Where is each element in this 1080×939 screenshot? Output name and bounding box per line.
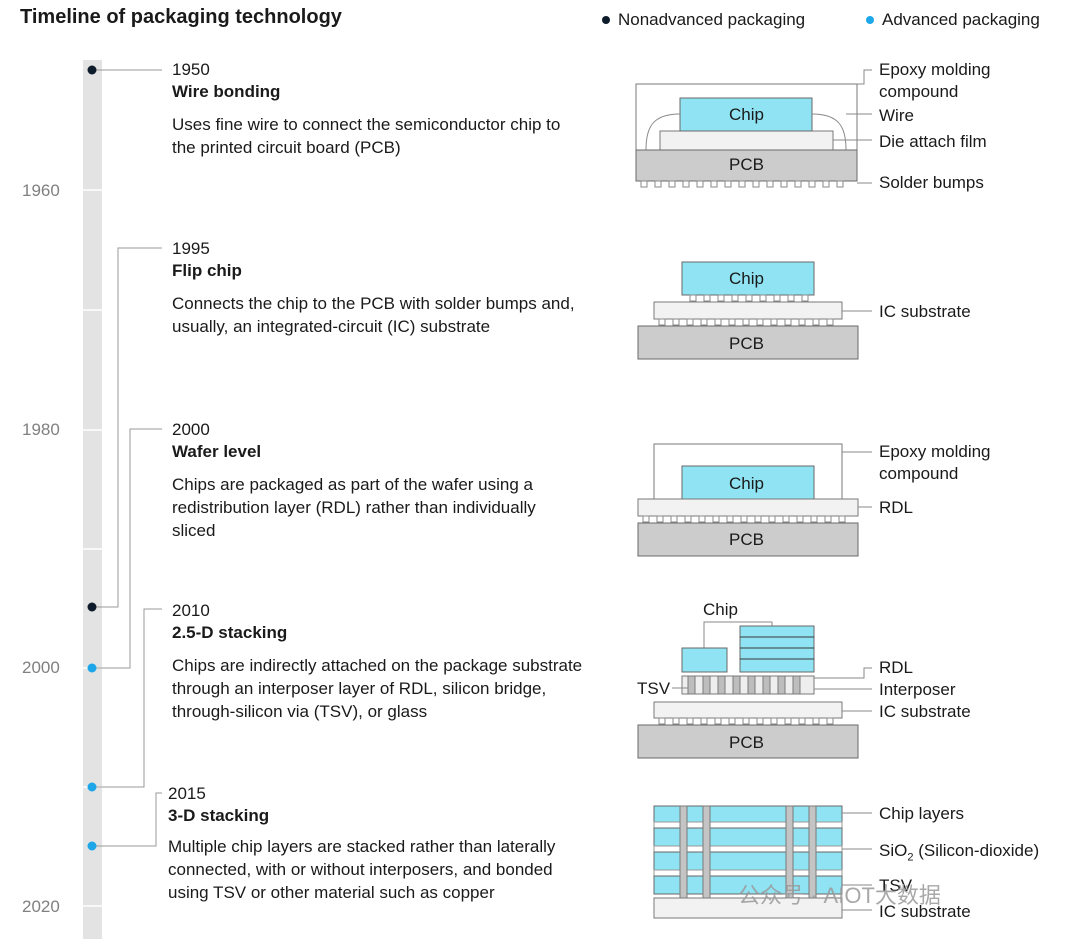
connector-3d <box>92 792 162 847</box>
axis-year-1980: 1980 <box>22 420 60 439</box>
flip-chip-label: Chip <box>729 269 764 288</box>
axis-year-2020: 2020 <box>22 897 60 916</box>
legend-advanced-label: Advanced packaging <box>882 10 1040 29</box>
entry-desc: Multiple chip layers are stacked rather … <box>168 837 556 902</box>
wire-emc-label-1: Epoxy molding <box>879 60 991 79</box>
entry-year: 2015 <box>168 784 206 803</box>
stack25-ic-label: IC substrate <box>879 702 971 721</box>
diagram-25d-stacking <box>637 621 872 759</box>
wafer-rdl-label: RDL <box>879 498 914 517</box>
timeline-bar <box>83 60 102 939</box>
entry-desc: Chips are indirectly attached on the pac… <box>172 656 583 721</box>
stack25-rdl-label: RDL <box>879 658 914 677</box>
page-title: Timeline of packaging technology <box>20 6 342 28</box>
entry-25d-stacking: 2010 2.5-D stacking Chips are indirectly… <box>172 600 592 723</box>
wire-wire-label: Wire <box>879 106 914 125</box>
dot-2010 <box>87 782 97 792</box>
flip-pcb-label: PCB <box>729 334 764 353</box>
entry-desc: Chips are packaged as part of the wafer … <box>172 475 536 540</box>
wire-pcb-label: PCB <box>729 155 764 174</box>
legend-nonadvanced: Nonadvanced packaging <box>602 10 805 30</box>
flip-ic-label: IC substrate <box>879 302 971 321</box>
entry-name: 2.5-D stacking <box>172 623 288 642</box>
stack25-pcb-label: PCB <box>729 733 764 752</box>
entry-flip-chip: 1995 Flip chip Connects the chip to the … <box>172 238 597 338</box>
wafer-pcb-label: PCB <box>729 530 764 549</box>
axis-year-2000: 2000 <box>22 658 60 677</box>
wafer-emc-label-1: Epoxy molding <box>879 442 991 461</box>
diagram-wafer-level <box>637 443 872 557</box>
entry-wafer-level: 2000 Wafer level Chips are packaged as p… <box>172 419 572 542</box>
legend-nonadvanced-label: Nonadvanced packaging <box>618 10 806 29</box>
watermark: 公众号 · AIOT大数据 <box>738 883 941 908</box>
wire-chip-label: Chip <box>729 105 764 124</box>
stack3-layers-label: Chip layers <box>879 804 965 823</box>
entry-year: 1950 <box>172 60 210 79</box>
dot-1950 <box>87 65 97 75</box>
stack3-sio2-label: SiO2 (Silicon-dioxide) <box>879 841 1040 864</box>
entry-3d-stacking: 2015 3-D stacking Multiple chip layers a… <box>168 783 583 904</box>
stack25-interposer-label: Interposer <box>879 680 956 699</box>
wire-daf-label: Die attach film <box>879 132 987 151</box>
diagram-wire-bonding <box>635 69 872 188</box>
entry-desc: Connects the chip to the PCB with solder… <box>172 294 575 336</box>
entry-year: 2010 <box>172 601 210 620</box>
diagram-3d-stacking <box>653 805 872 919</box>
stack3-ic-label: IC substrate <box>879 902 971 921</box>
legend-advanced: Advanced packaging <box>866 10 1040 30</box>
stack25-chip-label: Chip <box>703 600 738 619</box>
dot-1995 <box>87 602 97 612</box>
stack25-tsv-label: TSV <box>637 679 671 698</box>
entry-desc: Uses fine wire to connect the semiconduc… <box>172 115 561 157</box>
entry-year: 2000 <box>172 420 210 439</box>
dot-2000 <box>87 663 97 673</box>
entry-name: 3-D stacking <box>168 806 270 825</box>
wire-bumps-label: Solder bumps <box>879 173 984 192</box>
connector-flip <box>92 247 162 608</box>
wire-emc-label-2: compound <box>879 82 959 101</box>
advanced-dot-icon <box>866 16 874 24</box>
wafer-emc-label-2: compound <box>879 464 959 483</box>
entry-wire-bonding: 1950 Wire bonding Uses fine wire to conn… <box>172 59 572 159</box>
stack3-tsv-label: TSV <box>879 876 913 895</box>
connector-25d <box>92 608 162 788</box>
entry-year: 1995 <box>172 239 210 258</box>
axis-year-1960: 1960 <box>22 181 60 200</box>
diagram-flip-chip <box>637 261 872 360</box>
entry-name: Wire bonding <box>172 82 281 101</box>
nonadvanced-dot-icon <box>602 16 610 24</box>
entry-name: Wafer level <box>172 442 262 461</box>
dot-2015 <box>87 841 97 851</box>
entry-name: Flip chip <box>172 261 242 280</box>
wafer-chip-label: Chip <box>729 474 764 493</box>
connector-wafer <box>92 428 162 669</box>
